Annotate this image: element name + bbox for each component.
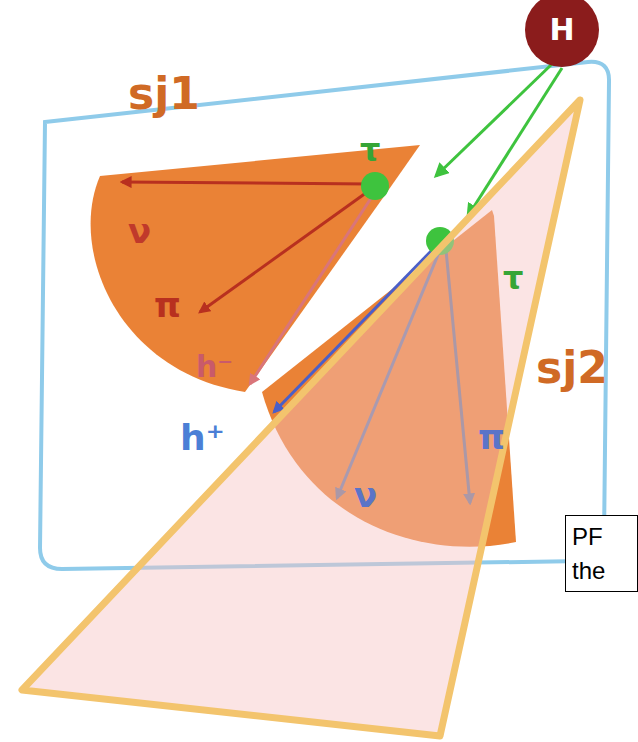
particle-label: τ xyxy=(503,262,523,294)
particle-label: h⁻ xyxy=(196,352,233,382)
note-text: PF the xyxy=(572,520,631,587)
particle-label: π xyxy=(154,288,181,322)
subjet-label: sj2 xyxy=(536,346,608,390)
particle-label: ν xyxy=(354,478,377,512)
particle-label: τ xyxy=(360,134,380,166)
neutrino-arrow xyxy=(122,182,370,184)
particle-circle: H xyxy=(524,0,600,68)
particle-label: π xyxy=(478,420,505,454)
note-box: PF the xyxy=(565,515,638,592)
highlight-triangle xyxy=(22,100,580,736)
circle-fill xyxy=(525,0,599,67)
tau-vertex xyxy=(361,172,389,200)
particle-label: ν xyxy=(128,214,151,248)
subjet-label: sj1 xyxy=(128,72,200,116)
particle-label: h⁺ xyxy=(180,420,225,456)
pion-arrow xyxy=(200,190,370,312)
particle-symbol: H xyxy=(549,15,574,45)
